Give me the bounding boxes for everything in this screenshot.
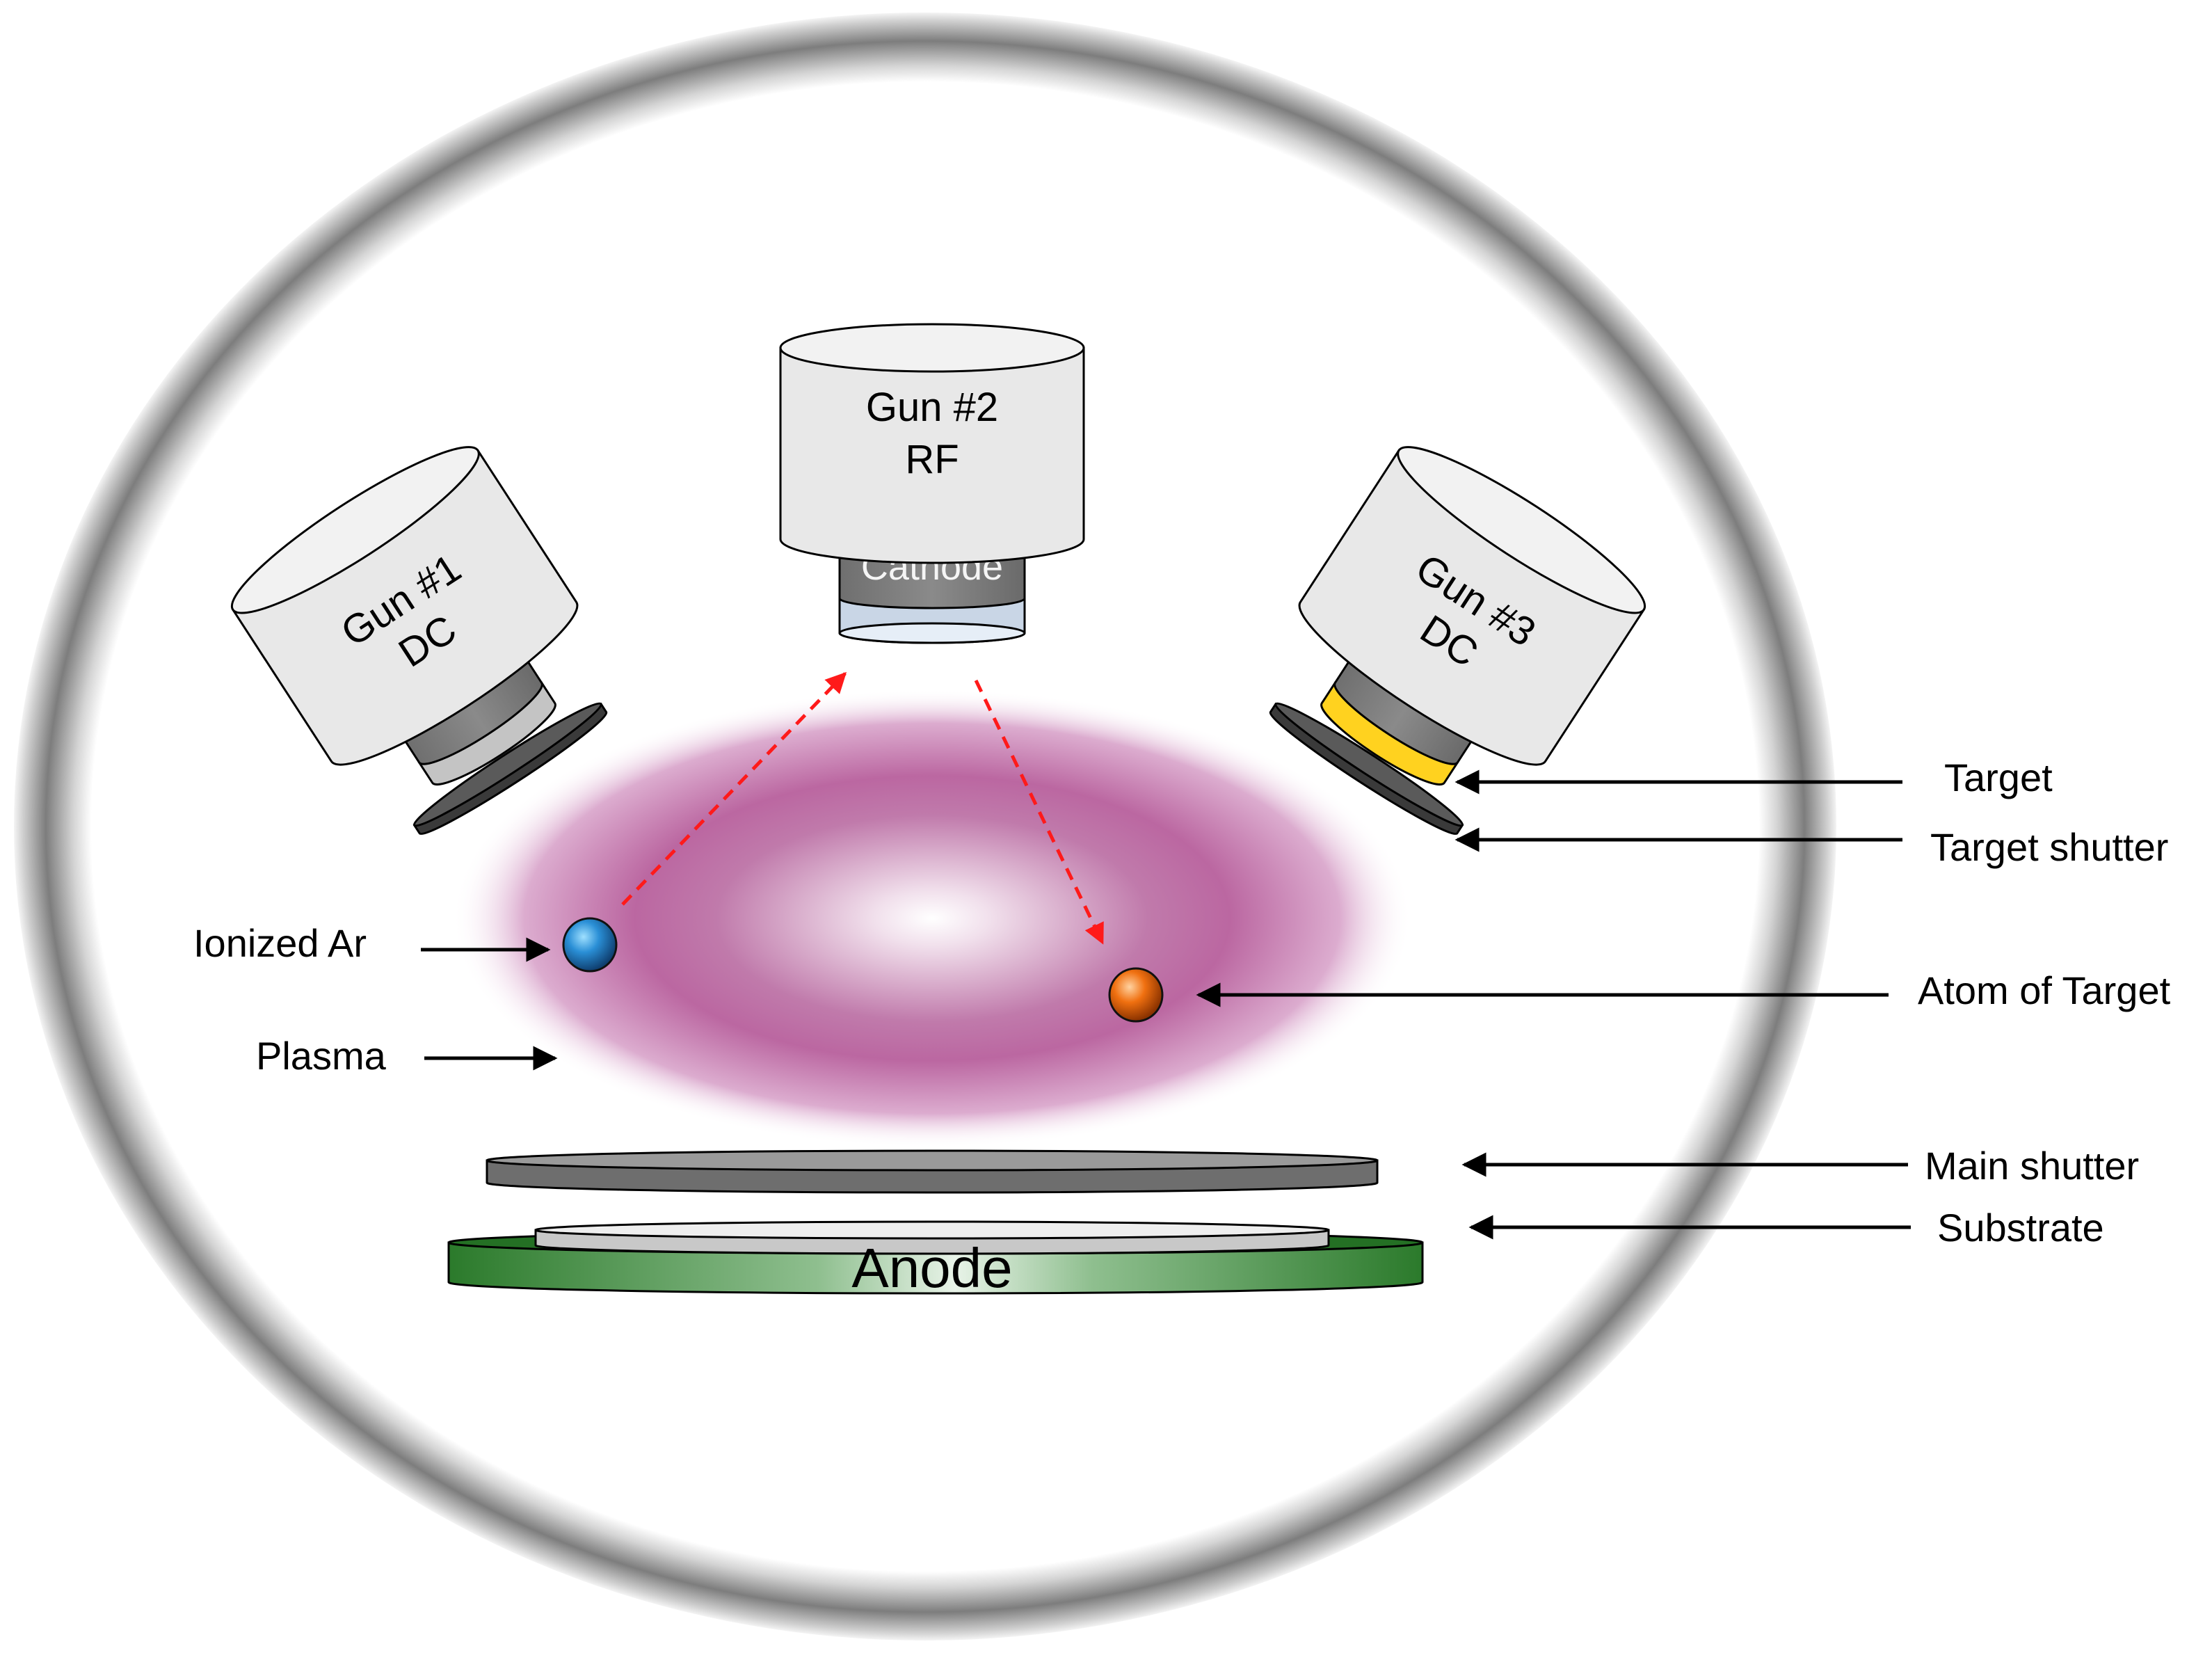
gun-2-name: Gun #2: [866, 385, 998, 430]
gun-3: Gun #3 DC: [1269, 446, 1646, 836]
substrate-label: Substrate: [1937, 1206, 2104, 1250]
ionized-ar-label: Ionized Ar: [193, 921, 367, 965]
plasma-label: Plasma: [256, 1034, 387, 1078]
ion-path-arrow: [621, 671, 847, 906]
plasma-cloud: [452, 689, 1412, 1148]
gun-2: Cathode Gun #2 RF: [779, 323, 1085, 644]
main-shutter-label: Main shutter: [1925, 1144, 2139, 1188]
atom-of-target-label: Atom of Target: [1918, 968, 2171, 1012]
target-atom-particle: [1108, 967, 1164, 1023]
main-shutter: [486, 1149, 1379, 1194]
gun-1: Gun #1 DC: [230, 446, 608, 836]
substrate: [534, 1220, 1330, 1255]
gun-3-body: [1298, 449, 1646, 766]
gun-2-type: RF: [905, 437, 959, 482]
anode-label: Anode: [851, 1237, 1012, 1299]
sputter-path-arrow: [974, 679, 1105, 945]
target-label: Target: [1944, 756, 2053, 799]
ionized-ar-particle: [562, 917, 618, 973]
gun-2-body: [779, 346, 1085, 564]
target-shutter-label: Target shutter: [1930, 825, 2168, 869]
gun-1-body: [231, 449, 579, 766]
